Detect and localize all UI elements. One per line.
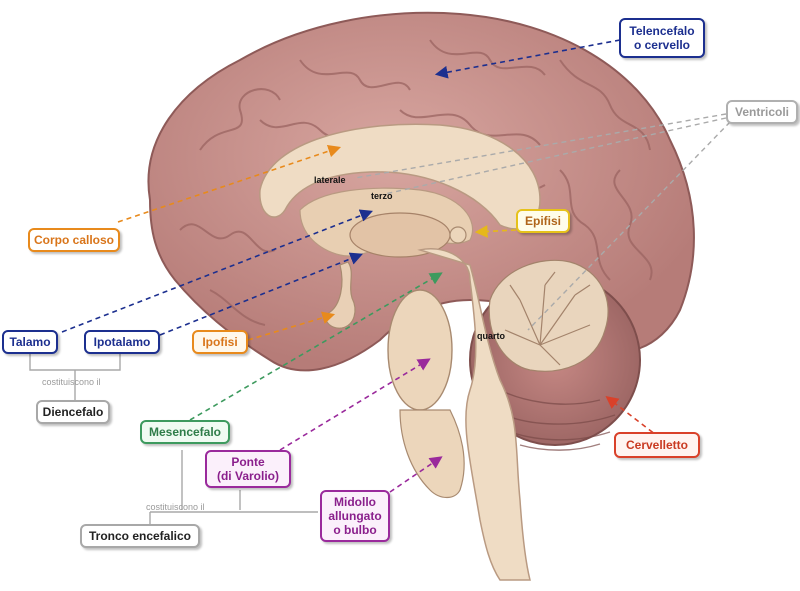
label-corpo-calloso[interactable]: Corpo calloso (28, 228, 120, 252)
region-terzo: terzo (371, 191, 393, 201)
label-tronco-encefalico[interactable]: Tronco encefalico (80, 524, 200, 548)
label-telencefalo[interactable]: Telencefalo o cervello (619, 18, 705, 58)
label-ponte[interactable]: Ponte (di Varolio) (205, 450, 291, 488)
region-quarto: quarto (477, 331, 505, 341)
label-midollo[interactable]: Midollo allungato o bulbo (320, 490, 390, 542)
label-ventricoli[interactable]: Ventricoli (726, 100, 798, 124)
pons-shape (387, 289, 453, 411)
label-ipotalamo[interactable]: Ipotalamo (84, 330, 160, 354)
label-ipofisi[interactable]: Ipofisi (192, 330, 248, 354)
label-epifisi[interactable]: Epifisi (516, 209, 570, 233)
region-laterale: laterale (314, 175, 346, 185)
costituiscono-label-2: costituiscono il (146, 502, 205, 512)
costituiscono-label-1: costituiscono il (42, 377, 101, 387)
pineal-shape (449, 226, 467, 244)
label-mesencefalo[interactable]: Mesencefalo (140, 420, 230, 444)
label-talamo[interactable]: Talamo (2, 330, 58, 354)
pituitary-shape (325, 261, 356, 329)
label-cervelletto[interactable]: Cervelletto (614, 432, 700, 458)
brainstem-shape (417, 248, 531, 581)
label-diencefalo[interactable]: Diencefalo (36, 400, 110, 424)
